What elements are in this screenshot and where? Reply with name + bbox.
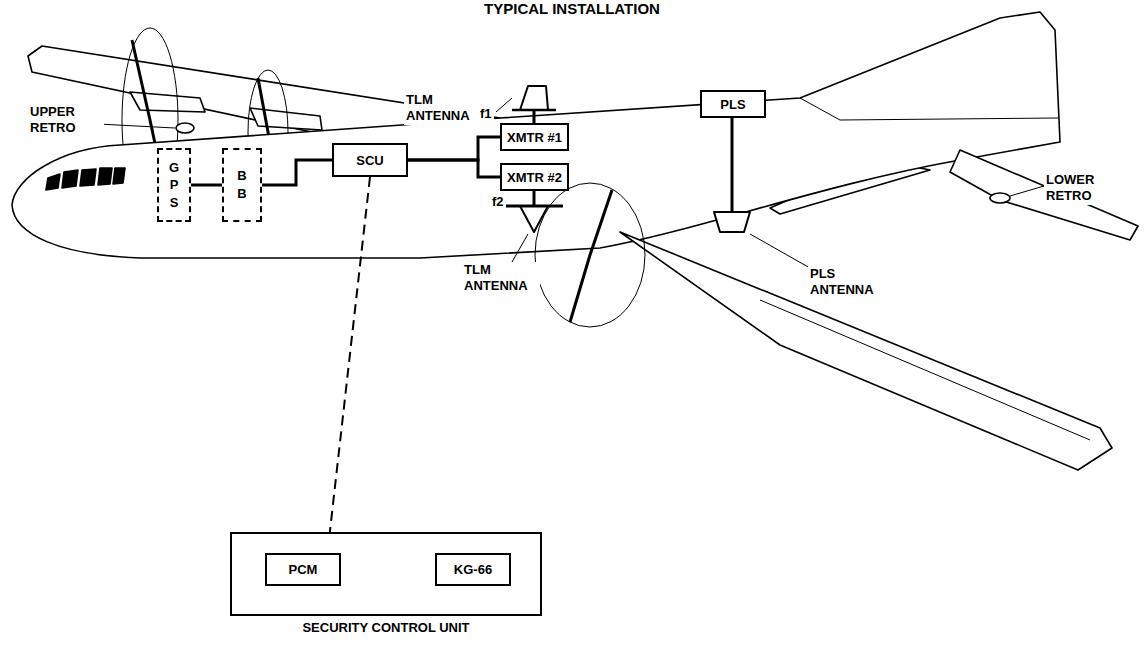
antenna-feed: [533, 110, 536, 123]
wing-flap-line: [760, 300, 1090, 440]
tlm-antenna: [520, 206, 548, 232]
signal-wire: [408, 137, 500, 160]
box-label: SCU: [356, 153, 383, 168]
signal-wire: [191, 184, 222, 187]
leader-line: [496, 98, 512, 112]
far-engine: [250, 108, 322, 130]
propeller-blades: [570, 190, 612, 322]
pls-antenna: [714, 212, 750, 232]
signal-wire: [408, 160, 500, 177]
far-wing: [28, 46, 500, 136]
callout-label: f2: [490, 194, 506, 210]
upper-retro: [176, 123, 194, 133]
equipment-box: PCM: [265, 553, 341, 586]
signal-wire: [262, 160, 332, 185]
diagram-title: TYPICAL INSTALLATION: [0, 0, 1144, 17]
near-stabilizer: [950, 150, 1138, 240]
callout-label: LOWER RETRO: [1044, 172, 1120, 205]
antenna-base: [505, 205, 563, 208]
antenna-feed: [533, 190, 536, 206]
box-label: XMTR #1: [507, 130, 562, 145]
tlm-antenna: [520, 86, 548, 110]
equipment-box: GPS: [157, 148, 191, 222]
callout-label: TLM ANTENNA: [462, 262, 540, 295]
signal-wire: [330, 177, 370, 532]
callout-label: f1: [478, 106, 494, 122]
callout-label: TLM ANTENNA: [404, 92, 482, 125]
leader-line: [512, 234, 528, 262]
equipment-box: XMTR #1: [500, 123, 569, 151]
unit-caption: SECURITY CONTROL UNIT: [232, 620, 540, 635]
equipment-box: XMTR #2: [500, 163, 569, 191]
far-engine: [130, 92, 205, 112]
fuselage: [12, 12, 1060, 258]
equipment-box: KG-66: [435, 553, 511, 586]
near-wing: [620, 232, 1112, 470]
box-label: BB: [235, 167, 249, 202]
lower-retro: [990, 193, 1010, 203]
equipment-box: SCU: [332, 143, 408, 177]
box-label: PCM: [289, 562, 318, 577]
callout-label: PLS ANTENNA: [808, 266, 886, 299]
security-control-unit-box: SECURITY CONTROL UNITPCMKG-66: [230, 532, 542, 616]
antenna-feed: [731, 118, 734, 212]
fin-root: [800, 98, 1058, 120]
equipment-box: PLS: [700, 90, 766, 118]
leader-line: [750, 234, 810, 268]
box-label: PLS: [720, 97, 745, 112]
box-label: KG-66: [454, 562, 492, 577]
equipment-box: BB: [222, 148, 262, 222]
box-label: XMTR #2: [507, 170, 562, 185]
leader-line: [98, 124, 175, 128]
cockpit-windows: [46, 168, 125, 190]
leader-line: [1010, 186, 1044, 196]
box-label: GPS: [167, 159, 181, 212]
callout-label: UPPER RETRO: [28, 104, 104, 137]
